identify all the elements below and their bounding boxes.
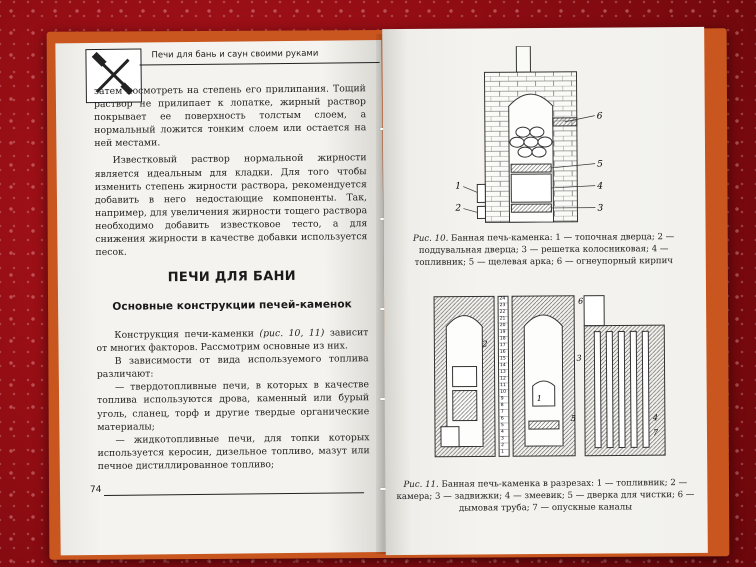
scale-mark: 12 [500,375,506,381]
right-page: 6 5 4 3 1 2 Рис. 10. Банная печь-каменка… [382,26,708,556]
page-number: 74 [89,484,102,496]
callout-1: 1 [537,394,542,403]
scale-mark: 3 [501,435,504,441]
callout-5: 5 [571,414,576,423]
scale-mark: 10 [500,389,506,395]
list-item-liquid-fuel: — жидкотопливные печи, для топки которых… [97,431,370,472]
left-body-text-2: Конструкция печи-каменки (рис. 10, 11) з… [96,326,369,473]
scale-ruler: 1 2 3 4 5 6 7 8 9 10 11 12 13 14 15 16 1… [498,295,510,455]
scale-mark: 23 [500,302,506,308]
callout-5: 5 [597,160,603,170]
callout-4: 4 [652,413,658,422]
figure-11-caption-text: Банная печь-каменка в разрезах: 1 — топл… [396,478,695,514]
figure-10-stove-drawing: 6 5 4 3 1 2 [454,45,603,223]
figure-11-stove-sections: 1 2 3 4 5 6 7 8 9 10 11 12 13 14 15 16 1… [433,295,666,458]
scale-mark: 9 [501,395,504,401]
figure-10-label: Рис. 10. [413,233,449,244]
scale-mark: 15 [500,355,506,361]
scale-mark: 19 [500,329,506,335]
scale-mark: 6 [501,415,504,421]
callout-6: 6 [597,112,603,122]
scale-mark: 1 [501,449,504,455]
callout-2: 2 [481,339,487,348]
callout-1: 1 [455,182,461,192]
list-item-solid-fuel: — твердотопливные печи, в которых в каче… [97,379,370,433]
callout-4: 4 [596,182,603,192]
scale-mark: 20 [500,322,506,328]
scale-mark: 13 [500,369,506,375]
scale-mark: 11 [500,382,506,388]
running-header: Печи для бань и саун своими руками [85,46,380,115]
callout-3: 3 [597,204,603,214]
callout-6: 6 [578,297,583,306]
header-rule [139,62,380,66]
left-body-text: затем посмотреть на степень его прилипан… [94,82,368,259]
scale-mark: 18 [500,335,506,341]
scale-mark: 4 [501,429,504,435]
footer-rule [104,492,365,496]
scale-mark: 16 [500,349,506,355]
figure-11-caption: Рис. 11. Банная печь-каменка в разрезах:… [395,477,695,515]
paragraph: Известковый раствор нормальной жирности … [94,152,368,259]
hammer-saw-logo-icon [85,48,142,104]
paragraph: затем посмотреть на степень его прилипан… [93,83,367,150]
scale-mark: 5 [501,422,504,428]
figure-10-caption: Рис. 10. Банная печь-каменка: 1 — топочн… [394,231,694,269]
section-title: ПЕЧИ ДЛЯ БАНИ [167,268,296,286]
paragraph-fuel-intro: В зависимости от вида используемого топл… [96,353,369,381]
scale-mark: 14 [500,362,506,368]
figure-reference: (рис. 10, 11) [259,327,325,340]
scale-mark: 2 [501,442,504,448]
callout-2: 2 [454,204,461,214]
running-header-title: Печи для бань и саун своими руками [151,48,319,61]
figure-10-caption-text: Банная печь-каменка: 1 — топочная дверца… [414,232,675,268]
scale-mark: 21 [500,315,506,321]
scale-mark: 24 [500,295,506,301]
callout-3: 3 [576,354,581,363]
scale-mark: 22 [500,309,506,315]
text-span: Конструкция печи-каменки [114,328,260,341]
scale-mark: 17 [500,342,506,348]
scale-mark: 7 [501,409,504,415]
paragraph-construction: Конструкция печи-каменки (рис. 10, 11) з… [96,326,368,355]
callout-7: 7 [653,428,659,437]
scale-mark: 8 [501,402,504,408]
subsection-title: Основные конструкции печей-каменок [112,298,352,313]
left-page: Печи для бань и саун своими руками затем… [55,40,387,556]
figure-11-label: Рис. 11. [403,479,439,490]
